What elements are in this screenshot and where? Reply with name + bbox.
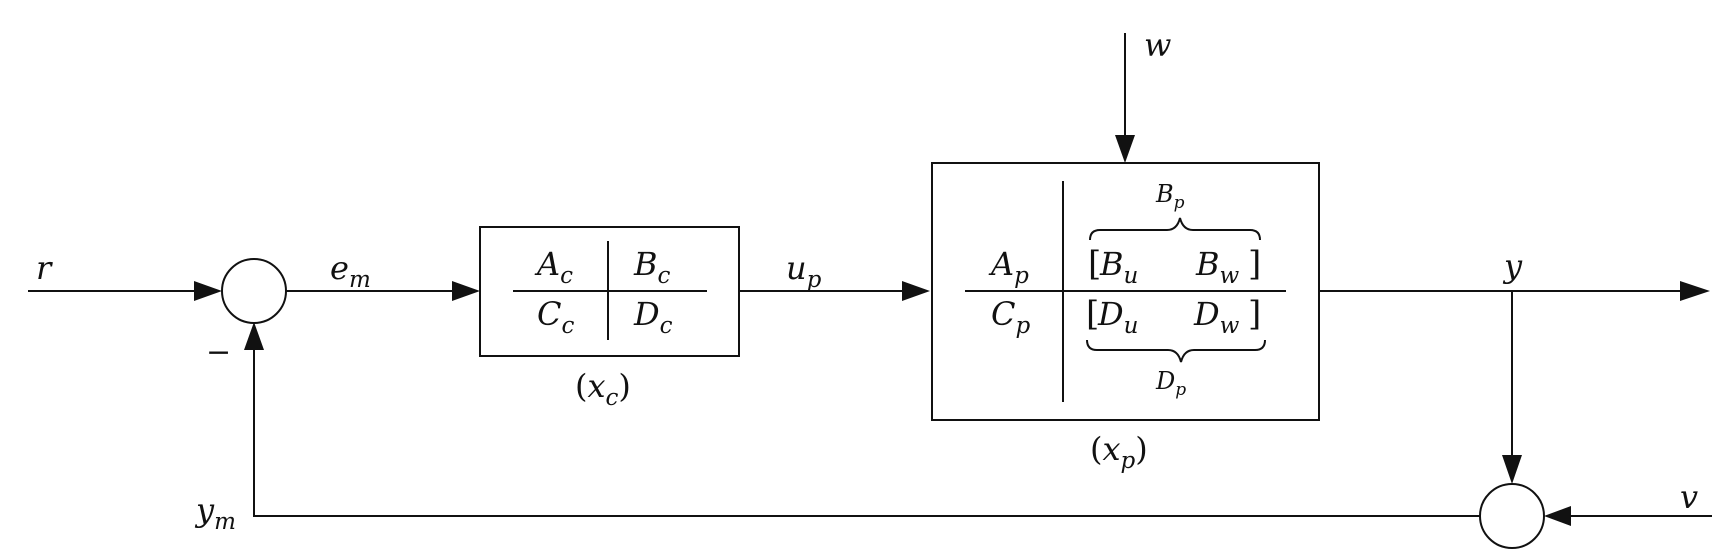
arrowhead-w xyxy=(1115,135,1135,163)
overbrace-Bp xyxy=(1089,217,1261,241)
plant-state-label: (xp) xyxy=(1090,430,1148,474)
plant-Bw: Bw xyxy=(1195,245,1240,289)
controller-D: Dc xyxy=(633,295,673,339)
plant-A: Ap xyxy=(988,245,1029,289)
signal-up-label: up xyxy=(786,249,822,293)
arrowhead-r xyxy=(194,281,222,301)
signal-y-label: y xyxy=(1502,247,1523,285)
arrowhead-up xyxy=(902,281,930,301)
summing-junction-error xyxy=(221,258,287,324)
feedback-ym-line xyxy=(253,348,1480,517)
controller-B: Bc xyxy=(633,245,671,289)
signal-v-label: v xyxy=(1680,478,1698,516)
plant-Dw: Dw xyxy=(1193,295,1240,339)
plant-B-bracket-open: [ xyxy=(1088,244,1101,284)
arrowhead-v xyxy=(1544,506,1571,526)
plant-Du: Du xyxy=(1097,295,1138,339)
summing-junction-noise xyxy=(1479,483,1545,549)
signal-w-label: w xyxy=(1144,26,1171,64)
plant-C: Cp xyxy=(991,295,1030,339)
arrowhead-y xyxy=(1680,281,1710,301)
arrowhead-em xyxy=(452,281,480,301)
arrowhead-ym xyxy=(244,322,264,350)
arrowhead-y-branch xyxy=(1502,455,1522,484)
plant-Bp-label: Bp xyxy=(1155,180,1185,213)
signal-ym-label: ym xyxy=(194,491,236,535)
plant-Bu: Bu xyxy=(1099,245,1138,289)
underbrace-Dp xyxy=(1086,339,1266,363)
minus-sign: − xyxy=(206,335,231,370)
signal-r-label: r xyxy=(36,249,53,287)
plant-D-bracket-open: [ xyxy=(1086,294,1099,334)
controller-state-label: (xc) xyxy=(575,367,631,411)
plant-Dp-label: Dp xyxy=(1155,367,1186,400)
controller-A: Ac xyxy=(534,245,573,289)
plant-D-bracket-close: ] xyxy=(1248,294,1261,334)
controller-C: Cc xyxy=(537,295,574,339)
plant-B-bracket-close: ] xyxy=(1248,244,1261,284)
signal-em-label: em xyxy=(330,249,371,293)
